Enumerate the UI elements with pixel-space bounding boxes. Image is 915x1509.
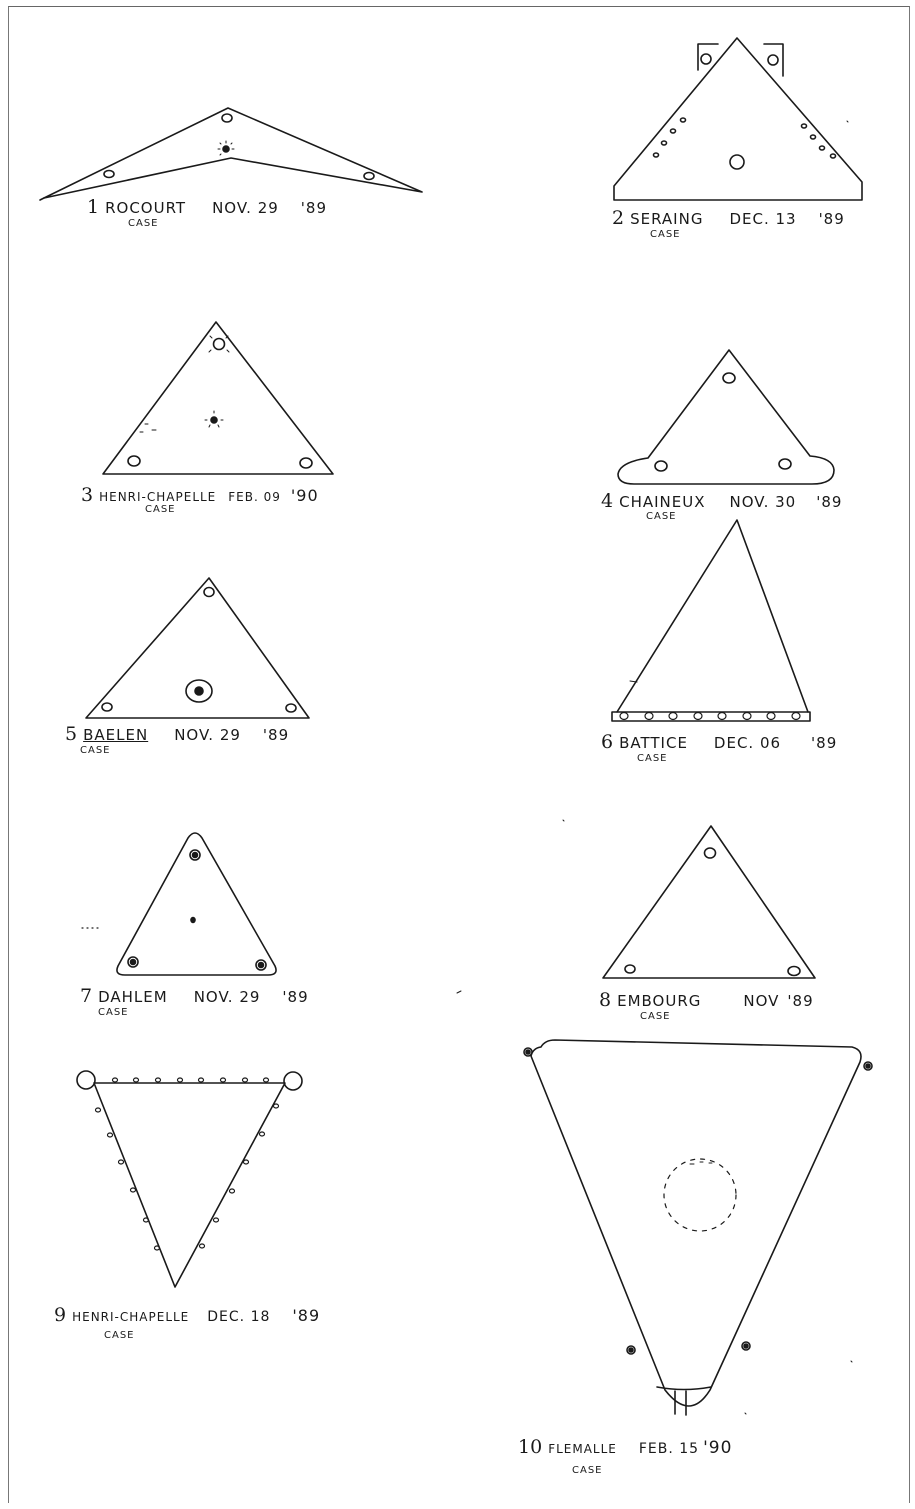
- caption-9-place: HENRI-CHAPELLE: [72, 1310, 190, 1324]
- caption-9-date: DEC. 18: [207, 1309, 271, 1325]
- caption-7-place: DAHLEM: [98, 988, 168, 1006]
- caption-5: 5 BAELEN NOV. 29 '89: [65, 723, 289, 745]
- caption-10-number: 10: [518, 1436, 543, 1458]
- caption-3-case: CASE: [145, 504, 176, 515]
- caption-1: 1 ROCOURT NOV. 29 '89: [87, 196, 327, 218]
- caption-3-number: 3: [81, 484, 94, 506]
- caption-4: 4 CHAINEUX NOV. 30 '89: [601, 490, 842, 512]
- caption-5-case: CASE: [80, 745, 111, 756]
- caption-3-date: FEB. 09: [228, 490, 281, 504]
- sketch-8-embourg: [602, 825, 816, 979]
- caption-10: 10 FLEMALLE FEB. 15'90: [518, 1436, 732, 1458]
- caption-8-year: '89: [787, 992, 814, 1010]
- caption-5-place: BAELEN: [83, 726, 149, 744]
- caption-7-year: '89: [282, 988, 309, 1006]
- sketch-1-rocourt: [39, 107, 423, 201]
- caption-2-place: SERAING: [630, 210, 704, 228]
- caption-1-number: 1: [87, 196, 100, 218]
- caption-6-place: BATTICE: [619, 734, 688, 752]
- caption-1-year: '89: [300, 199, 328, 217]
- caption-8-place: EMBOURG: [617, 992, 702, 1010]
- page-border: [8, 6, 910, 1503]
- caption-9-number: 9: [54, 1304, 67, 1326]
- caption-7-case: CASE: [98, 1007, 129, 1018]
- caption-4-date: NOV. 30: [729, 493, 797, 511]
- caption-6-number: 6: [601, 731, 614, 753]
- caption-2-date: DEC. 13: [729, 210, 797, 228]
- caption-7: 7 DAHLEM NOV. 29 '89: [80, 985, 309, 1007]
- caption-10-date: FEB. 15: [638, 1441, 700, 1457]
- caption-5-number: 5: [65, 723, 78, 745]
- caption-6-year: '89: [811, 734, 838, 752]
- caption-7-date: NOV. 29: [193, 988, 261, 1006]
- caption-1-case: CASE: [128, 218, 159, 229]
- caption-3: 3 HENRI-CHAPELLE FEB. 09 '90: [81, 484, 319, 506]
- caption-2: 2 SERAING DEC. 13 '89: [612, 207, 845, 229]
- sketch-2-seraing: [613, 37, 863, 201]
- sketch-6-battice: [611, 519, 811, 722]
- paper-specks: [456, 120, 853, 1415]
- caption-4-number: 4: [601, 490, 614, 512]
- caption-3-year: '90: [290, 486, 319, 505]
- caption-3-place: HENRI-CHAPELLE: [99, 490, 217, 504]
- sketch-7-dahlem: [81, 832, 277, 976]
- caption-6-date: DEC. 06: [713, 734, 782, 752]
- caption-1-date: NOV. 29: [212, 199, 279, 217]
- caption-5-date: NOV. 29: [174, 726, 241, 744]
- sketch-10-flemalle: [523, 1039, 873, 1416]
- caption-9: 9 HENRI-CHAPELLE DEC. 18 '89: [54, 1304, 320, 1326]
- sketch-3-henri-chapelle: [102, 321, 334, 475]
- sketch-5-baelen: [85, 577, 310, 719]
- caption-10-year: '90: [703, 1438, 733, 1458]
- caption-10-case: CASE: [572, 1465, 603, 1476]
- sketch-4-chaineux: [617, 349, 835, 485]
- caption-8-date: NOV: [743, 992, 780, 1010]
- caption-8: 8 EMBOURG NOV '89: [599, 989, 814, 1011]
- caption-2-number: 2: [612, 207, 625, 229]
- caption-10-place: FLEMALLE: [548, 1442, 617, 1456]
- caption-2-case: CASE: [650, 229, 681, 240]
- caption-7-number: 7: [80, 985, 93, 1007]
- caption-9-year: '89: [292, 1306, 321, 1325]
- caption-8-case: CASE: [640, 1011, 671, 1022]
- caption-5-year: '89: [262, 726, 290, 744]
- caption-1-place: ROCOURT: [105, 199, 187, 217]
- sketch-9-henri-chapelle: [76, 1070, 303, 1288]
- caption-4-place: CHAINEUX: [619, 493, 706, 511]
- caption-6-case: CASE: [637, 753, 668, 764]
- caption-2-year: '89: [818, 210, 845, 228]
- caption-8-number: 8: [599, 989, 612, 1011]
- caption-9-case: CASE: [104, 1330, 135, 1341]
- caption-4-year: '89: [816, 493, 843, 511]
- caption-4-case: CASE: [646, 511, 677, 522]
- caption-6: 6 BATTICE DEC. 06 '89: [601, 731, 837, 753]
